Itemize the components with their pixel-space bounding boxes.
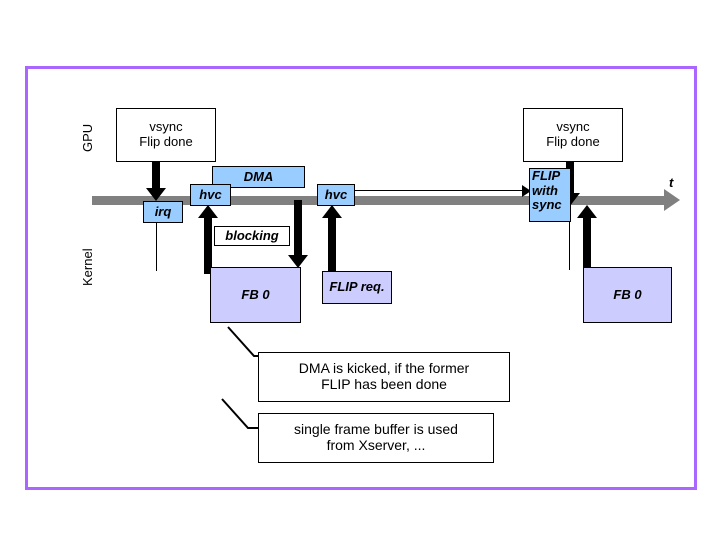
flip-with-sync-line2: with [532, 182, 558, 198]
flip-with-sync-line3: sync [532, 197, 562, 213]
annotation-1-line1: single frame buffer is used [294, 421, 458, 438]
time-axis-label: t [669, 175, 674, 190]
annotation-1-line2: from Xserver, ... [326, 437, 426, 453]
vsync-right-line2: Flip done [546, 134, 600, 149]
flip-with-sync-line1: FLIP [532, 168, 561, 183]
annotation-single-fb-note: single frame buffer is used from Xserver… [258, 413, 494, 463]
dma-box: DMA [212, 166, 305, 188]
hvc-1-label: hvc [199, 186, 222, 202]
vsync-flip-done-box-left: vsync Flip done [116, 108, 216, 162]
blocking-box: blocking [214, 226, 290, 246]
timeline-axis-bar [92, 196, 664, 205]
fb0-left-label: FB 0 [241, 286, 270, 302]
dma-label: DMA [243, 168, 274, 184]
fb0-box-left: FB 0 [210, 267, 301, 323]
timeline-axis-arrowhead [664, 189, 680, 211]
fb0-right-label: FB 0 [613, 286, 642, 302]
irq-label: irq [154, 203, 172, 219]
hvc-2-label: hvc [324, 186, 348, 202]
vsync-flip-done-box-right: vsync Flip done [523, 108, 623, 162]
flip-req-label: FLIP req. [329, 279, 385, 295]
flip-with-sync-box: FLIP with sync [529, 168, 571, 222]
vsync-left-line2: Flip done [139, 134, 193, 149]
blocking-label: blocking [225, 227, 279, 243]
annotation-0-line2: FLIP has been done [321, 376, 447, 392]
fb0-box-right: FB 0 [583, 267, 672, 323]
flip-req-box: FLIP req. [322, 271, 392, 304]
hvc-box-1: hvc [190, 184, 231, 206]
slide-border-frame [25, 66, 697, 490]
annotation-dma-kick-note: DMA is kicked, if the former FLIP has be… [258, 352, 510, 402]
irq-lifeline [156, 223, 157, 271]
annotation-0-line1: DMA is kicked, if the former [298, 360, 470, 377]
vsync-left-line1: vsync [149, 119, 183, 135]
vsync-right-line1: vsync [556, 119, 590, 135]
irq-box: irq [143, 201, 183, 223]
hvc2-to-flip-line [355, 190, 525, 191]
vsync-right-lifeline [569, 206, 570, 270]
